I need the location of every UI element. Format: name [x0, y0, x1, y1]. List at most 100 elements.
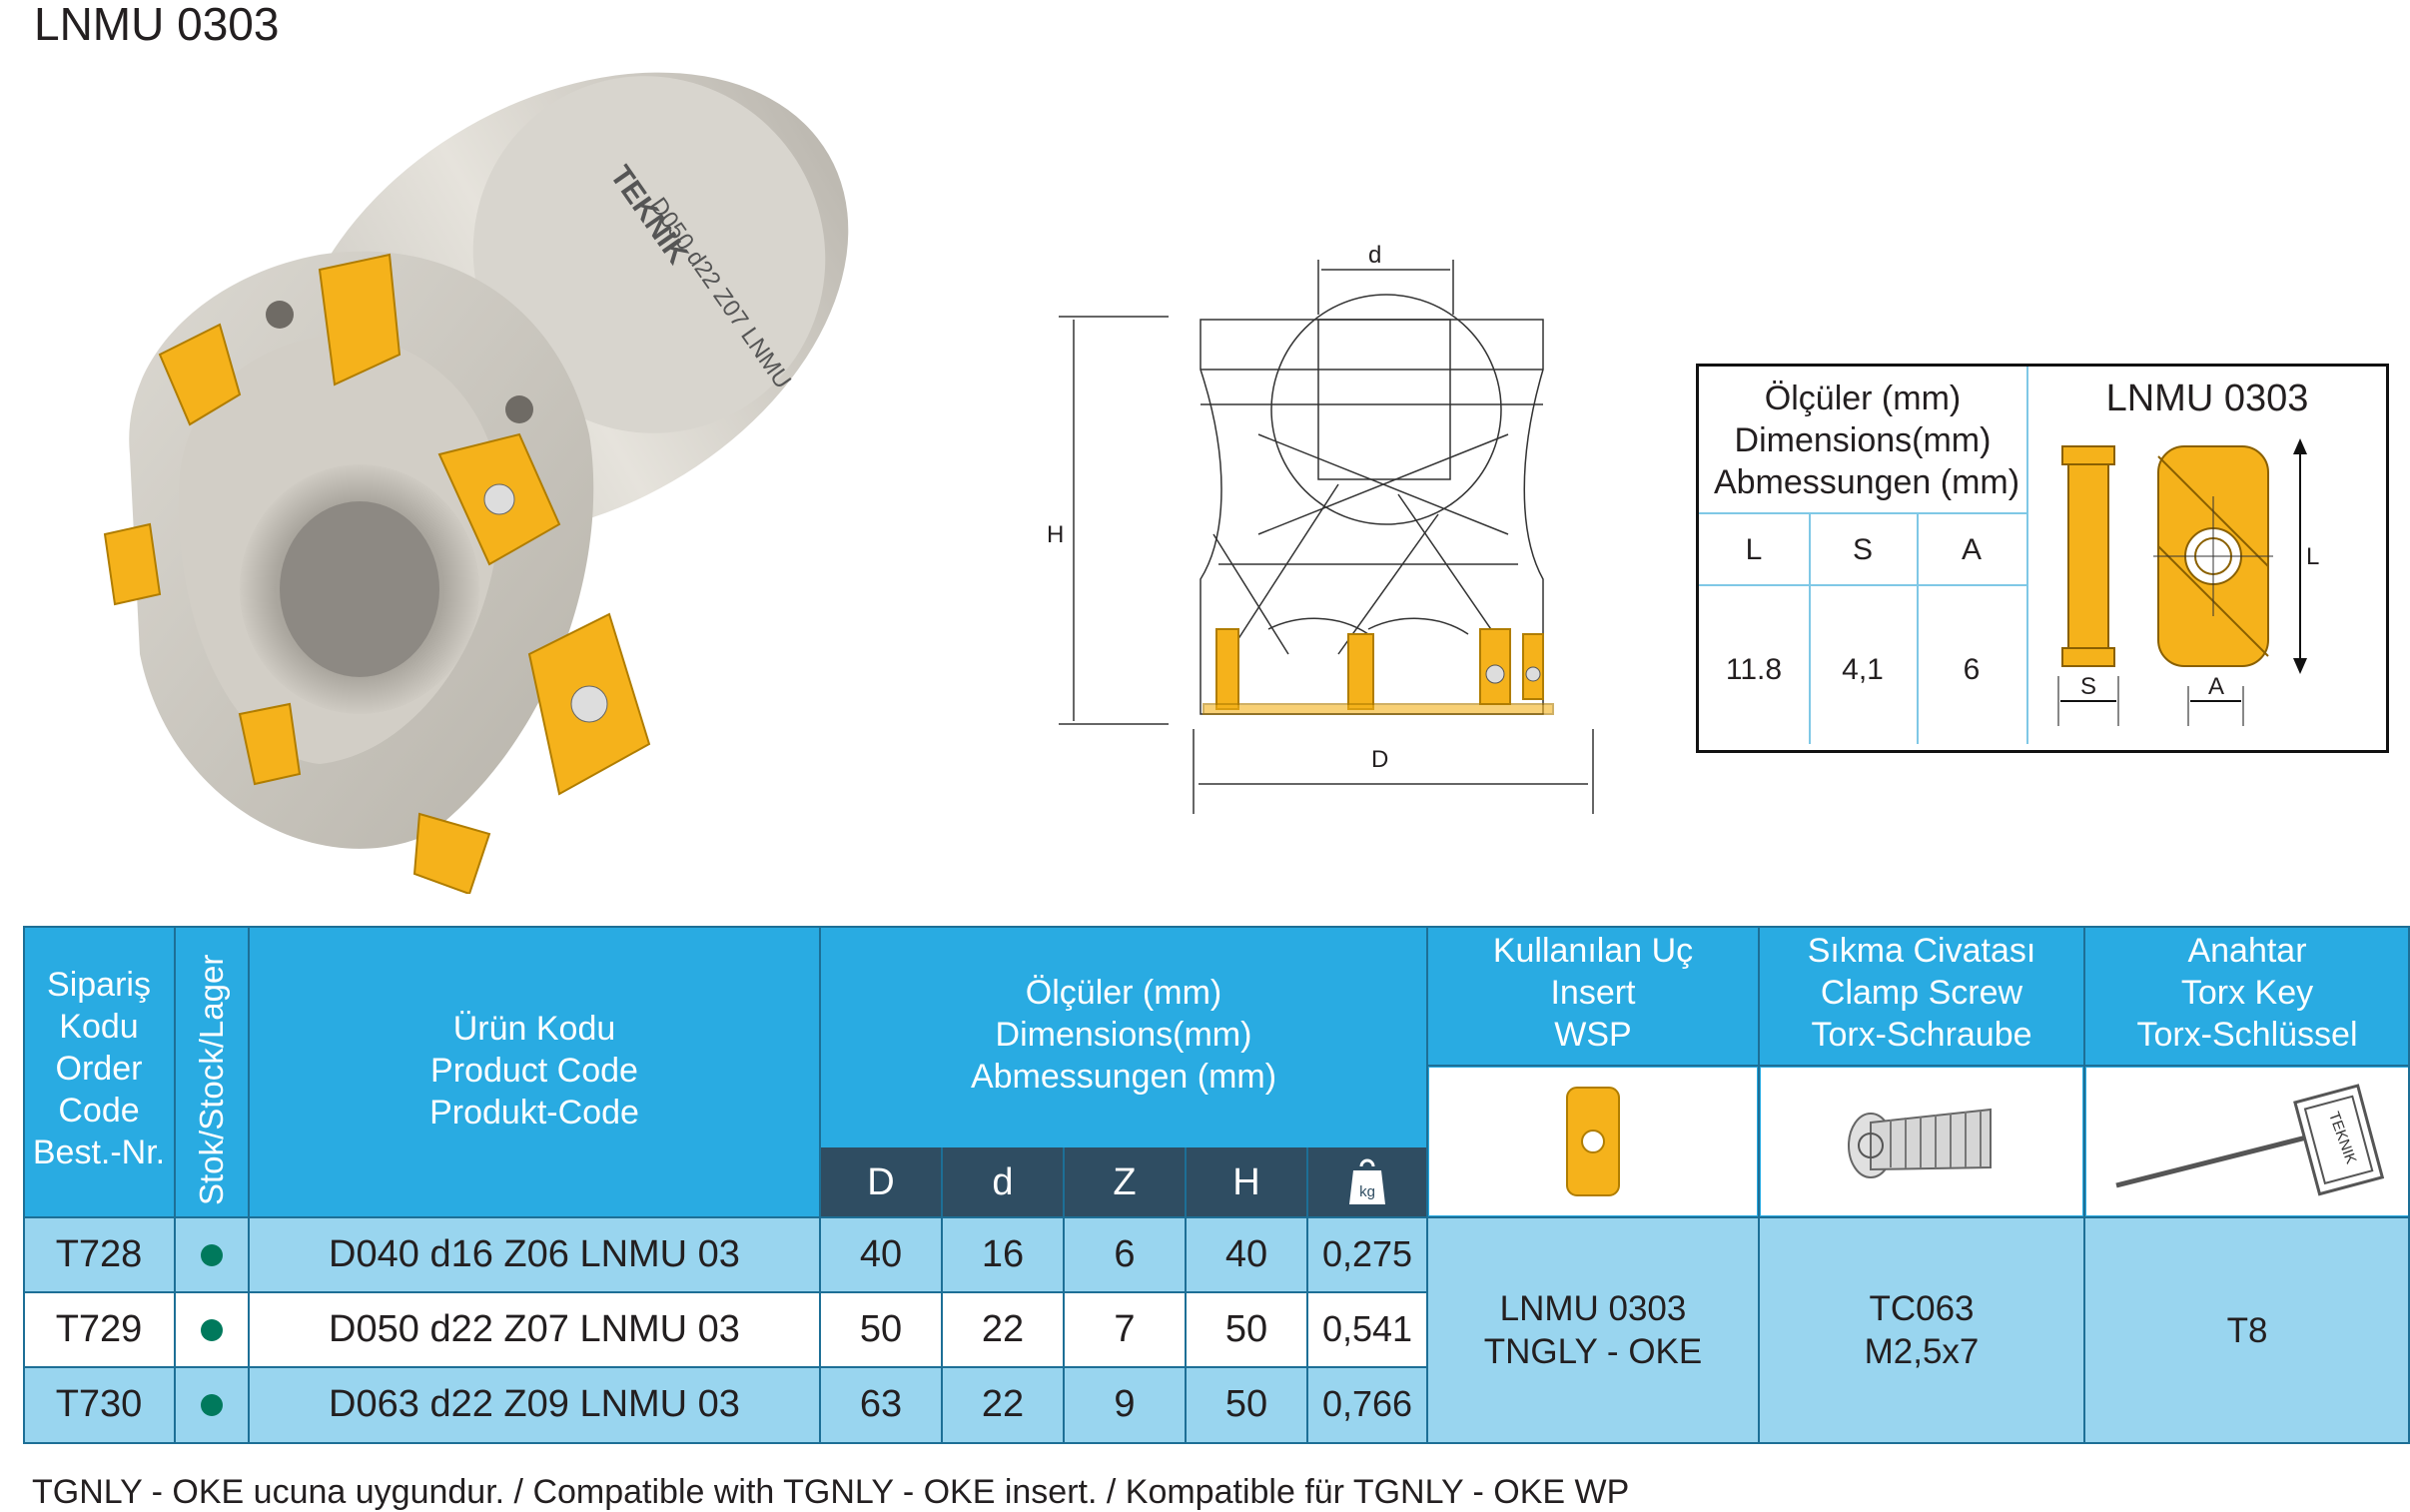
value-A: 6	[1963, 653, 1981, 686]
row3-stock	[175, 1367, 249, 1443]
row2-Z: 7	[1114, 1308, 1136, 1350]
row3-Z: 9	[1114, 1383, 1136, 1425]
row1-d: 16	[981, 1233, 1025, 1275]
dimensions-en: Dimensions(mm)	[995, 1016, 1252, 1054]
insert-box-title: LNMU 0303	[2105, 378, 2309, 419]
order-code-tr1: Sipariş	[47, 966, 151, 1004]
row1-D: 40	[859, 1233, 903, 1275]
drawing-label-D: D	[1371, 746, 1388, 773]
order-code-tr2: Kodu	[59, 1008, 139, 1046]
page-title: LNMU 0303	[34, 0, 280, 50]
dims-title-en: Dimensions(mm)	[1734, 421, 1992, 459]
subheader-H: H	[1186, 1147, 1307, 1217]
dimensions-tr: Ölçüler (mm)	[1025, 974, 1222, 1012]
table-row	[23, 1292, 1427, 1367]
screw-image-box	[1761, 1068, 2082, 1215]
key-header-tr: Anahtar	[2187, 932, 2307, 970]
product-code-tr: Ürün Kodu	[452, 1010, 616, 1048]
key-header-en: Torx Key	[2180, 974, 2314, 1012]
key-header-de: Torx-Schlüssel	[2136, 1016, 2358, 1054]
dims-title-tr: Ölçüler (mm)	[1764, 379, 1962, 417]
drawing-label-H: H	[1047, 521, 1064, 548]
product-code-de: Produkt-Code	[429, 1094, 639, 1132]
subheader-D: D	[820, 1147, 942, 1217]
subheader-weight: kg	[1307, 1147, 1427, 1217]
milling-cutter-image: D050 d22 Z07 LNMU TEKNIK	[103, 72, 849, 894]
screw-header-en: Clamp Screw	[1820, 974, 2023, 1012]
subheader-Z: Z	[1064, 1147, 1186, 1217]
dimension-box-frame: Ölçüler (mm) Dimensions(mm) Abmessungen …	[1696, 364, 2389, 753]
dims-title-de: Abmessungen (mm)	[1713, 463, 2020, 501]
weight-icon-text: kg	[1359, 1183, 1375, 1200]
row2-code: T729	[55, 1308, 143, 1350]
dimensions-de: Abmessungen (mm)	[970, 1058, 1277, 1096]
row2-H: 50	[1224, 1308, 1268, 1350]
shared-insert-cell: LNMU 0303 TNGLY - OKE	[1427, 1217, 1759, 1443]
shared-insert-2: TNGLY - OKE	[1483, 1332, 1703, 1371]
col-L: L	[1745, 533, 1763, 566]
shared-insert-1: LNMU 0303	[1499, 1289, 1687, 1328]
technical-drawing: d H D	[1047, 242, 1594, 814]
header-order-code: Sipariş Kodu Order Code Best.-Nr.	[23, 964, 175, 1173]
footnote: TGNLY - OKE ucuna uygundur. / Compatible…	[32, 1473, 1630, 1511]
drawing-label-d: d	[1368, 242, 1381, 269]
row3-product: D063 d22 Z09 LNMU 03	[329, 1383, 740, 1425]
insert-label-S: S	[2080, 673, 2096, 700]
stock-dot	[201, 1394, 223, 1416]
shared-screw-cell: TC063 M2,5x7	[1759, 1217, 2084, 1443]
value-S: 4,1	[1842, 653, 1884, 686]
product-code-en: Product Code	[430, 1052, 638, 1090]
order-code-en1: Order	[55, 1050, 143, 1088]
order-code-de: Best.-Nr.	[32, 1134, 166, 1171]
row2-weight: 0,541	[1321, 1308, 1413, 1349]
insert-image-box	[1429, 1068, 1757, 1215]
screw-icon	[1848, 1108, 1992, 1178]
table-row	[23, 1367, 1427, 1443]
order-code-en2: Code	[58, 1092, 140, 1130]
row1-H: 40	[1224, 1233, 1268, 1275]
insert-label-L: L	[2306, 543, 2319, 570]
row2-stock	[175, 1292, 249, 1367]
header-product-code: Ürün Kodu Product Code Produkt-Code	[249, 1008, 820, 1134]
row3-code: T730	[55, 1383, 143, 1425]
stock-dot	[201, 1318, 223, 1341]
key-image-box: TEKNIK	[2086, 1068, 2410, 1215]
table-row	[23, 1217, 1427, 1292]
header-key: Anahtar Torx Key Torx-Schlüssel	[2084, 930, 2410, 1056]
row2-d: 22	[981, 1308, 1025, 1350]
header-insert: Kullanılan Uç Insert WSP	[1427, 930, 1759, 1056]
insert-header-en: Insert	[1550, 974, 1636, 1012]
torx-key-icon: TEKNIK	[2115, 1084, 2385, 1196]
insert-label-A: A	[2208, 673, 2224, 700]
col-A: A	[1961, 533, 1982, 566]
stock-dot	[201, 1243, 223, 1266]
row1-weight: 0,275	[1321, 1233, 1413, 1274]
shared-screw-2: M2,5x7	[1864, 1332, 1980, 1371]
shared-key-cell: T8	[2084, 1217, 2410, 1443]
row1-stock	[175, 1217, 249, 1292]
row3-H: 50	[1224, 1383, 1268, 1425]
insert-header-de: WSP	[1554, 1016, 1632, 1054]
insert-icon	[103, 253, 651, 894]
row1-code: T728	[55, 1233, 143, 1275]
weight-icon: kg	[1349, 1158, 1385, 1204]
subheader-d: d	[942, 1147, 1064, 1217]
insert-header-tr: Kullanılan Uç	[1492, 932, 1694, 970]
row1-Z: 6	[1114, 1233, 1136, 1275]
value-L: 11.8	[1725, 653, 1783, 686]
shared-key: T8	[2226, 1310, 2268, 1350]
header-dimensions: Ölçüler (mm) Dimensions(mm) Abmessungen …	[820, 972, 1427, 1098]
screw-header-tr: Sıkma Civatası	[1807, 932, 2036, 970]
table-grid	[23, 926, 2410, 1444]
row1-product: D040 d16 Z06 LNMU 03	[329, 1233, 740, 1275]
insert-drawing: L S A	[2057, 438, 2319, 726]
header-clamp-screw: Sıkma Civatası Clamp Screw Torx-Schraube	[1759, 930, 2084, 1056]
row3-D: 63	[859, 1383, 903, 1425]
shared-screw-1: TC063	[1869, 1289, 1975, 1328]
row2-D: 50	[859, 1308, 903, 1350]
screw-header-de: Torx-Schraube	[1811, 1016, 2032, 1054]
row3-d: 22	[981, 1383, 1025, 1425]
row3-weight: 0,766	[1321, 1383, 1413, 1424]
row2-product: D050 d22 Z07 LNMU 03	[329, 1308, 740, 1350]
col-S: S	[1852, 533, 1873, 566]
